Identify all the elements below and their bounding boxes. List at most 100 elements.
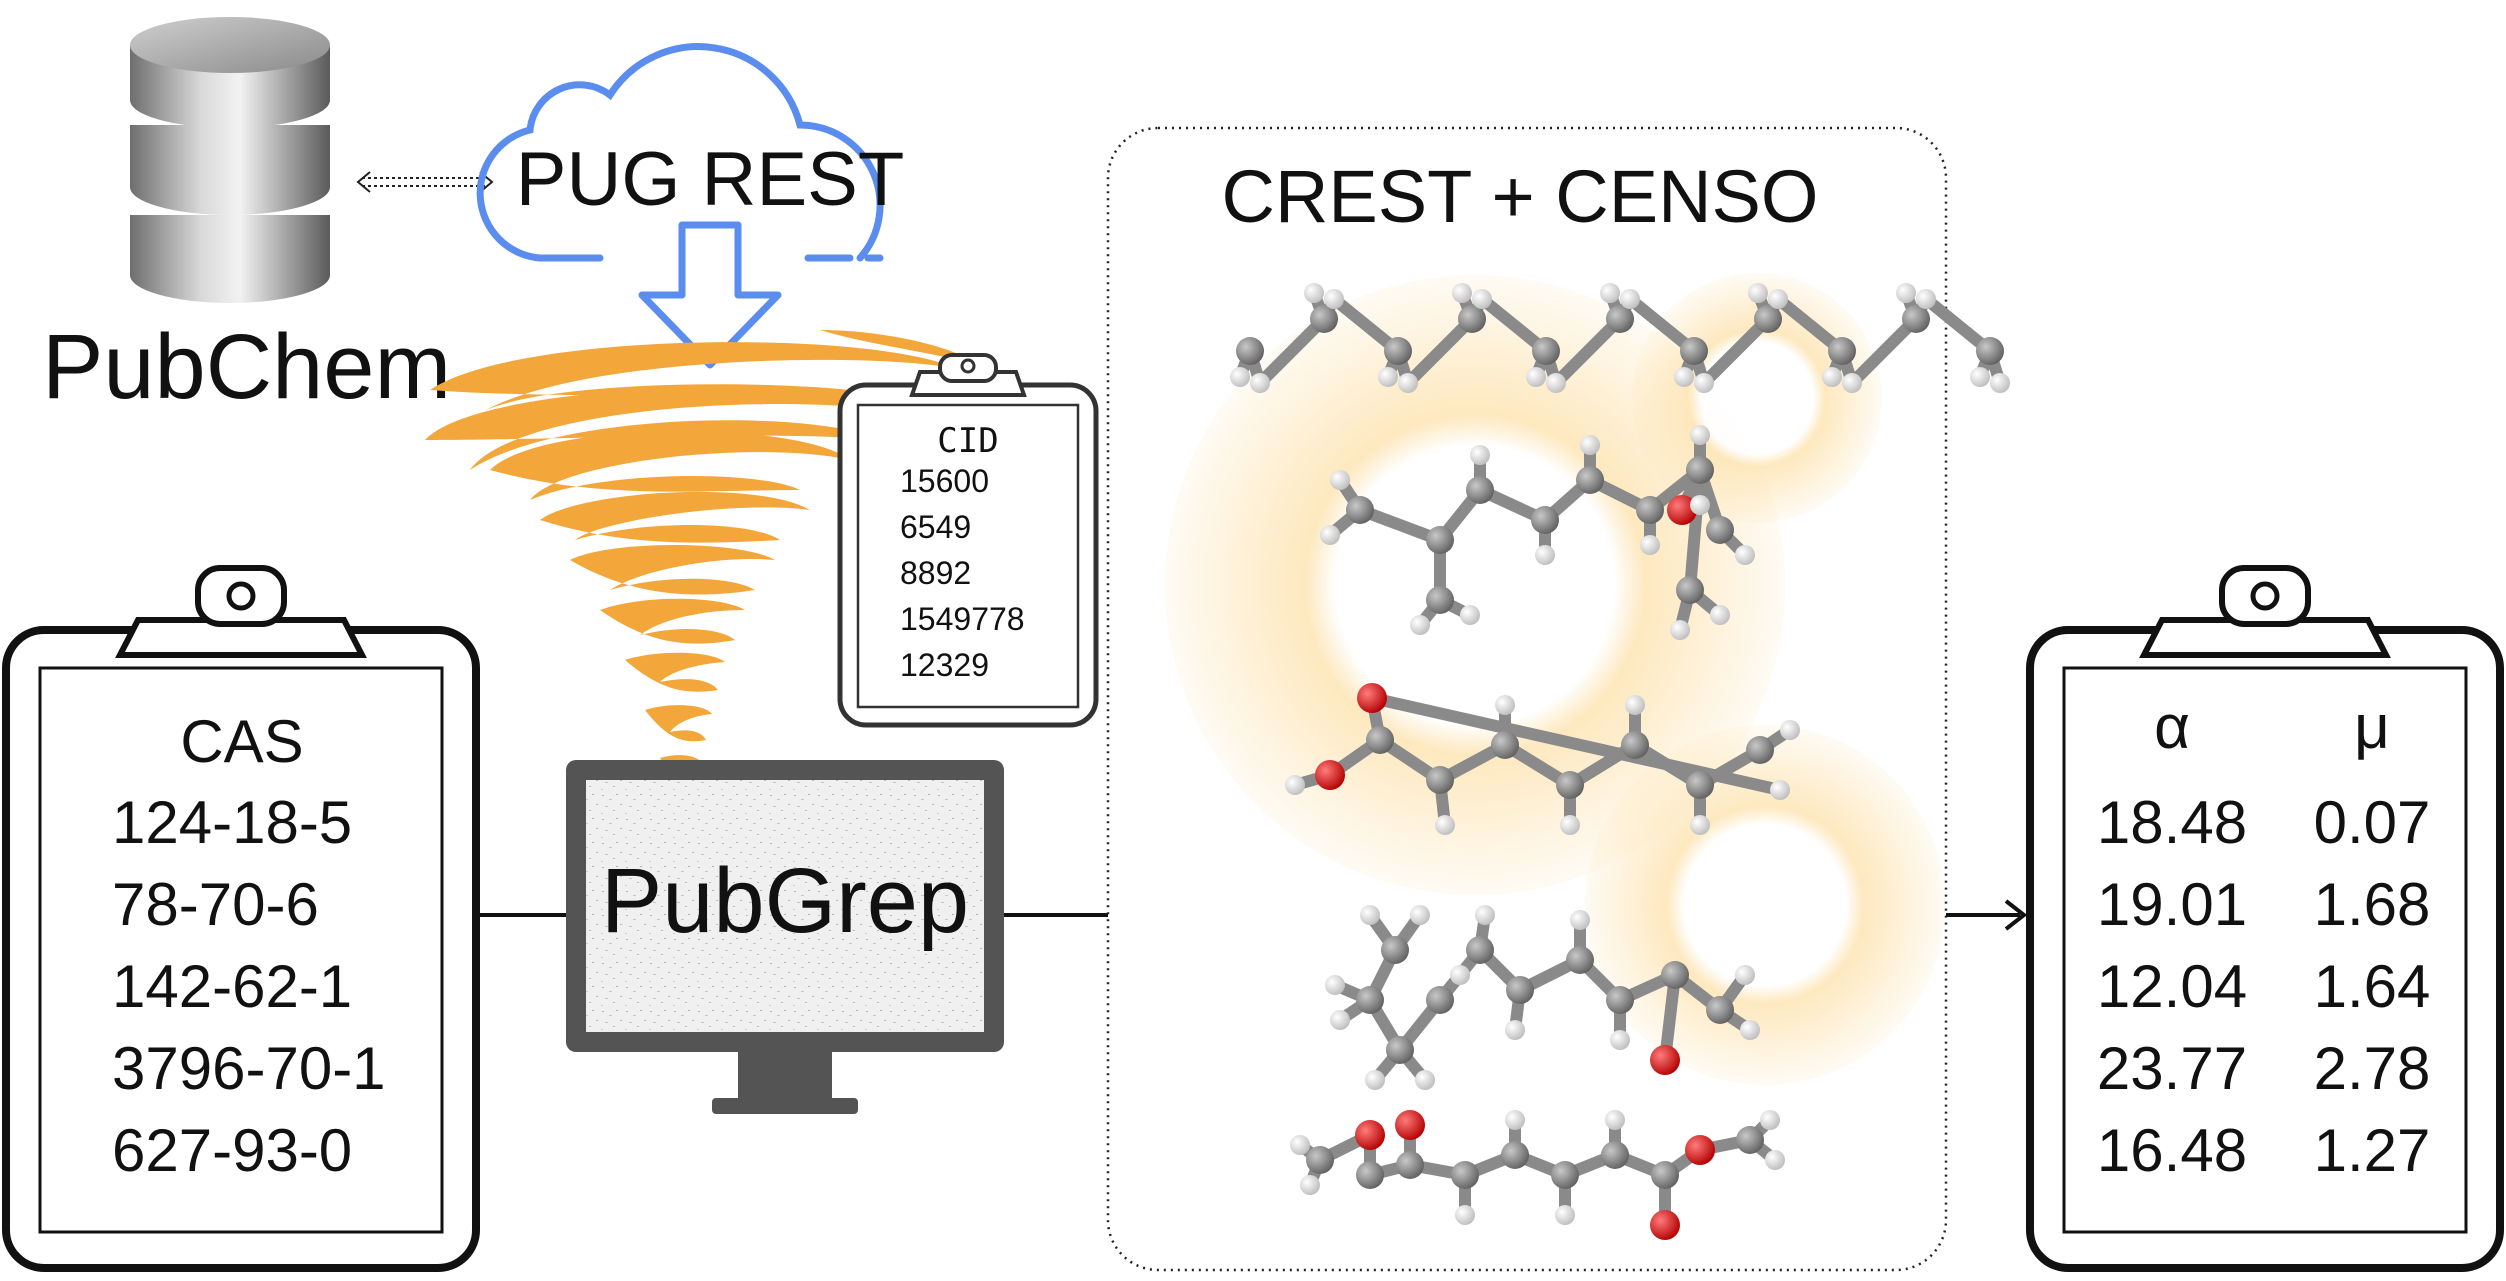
bond <box>1354 504 1446 546</box>
bond <box>1366 692 1786 796</box>
alpha-value: 19.01 <box>2097 871 2247 938</box>
hydrogen-atom <box>1748 283 1768 303</box>
carbon-atom <box>1976 337 2004 365</box>
cas-item: 3796-70-1 <box>112 1035 386 1102</box>
carbon-atom <box>1356 986 1384 1014</box>
hydrogen-atom <box>1770 780 1790 800</box>
cid-header: CID <box>937 421 998 461</box>
alpha-value: 12.04 <box>2097 953 2247 1020</box>
carbon-atom <box>1501 1141 1529 1169</box>
hydrogen-atom <box>1600 283 1620 303</box>
hydrogen-atom <box>1495 695 1515 715</box>
molecule-1 <box>1230 283 2010 393</box>
hydrogen-atom <box>1674 367 1694 387</box>
gear-icon <box>1585 725 1945 1085</box>
hydrogen-atom <box>1546 373 1566 393</box>
hydrogen-atom <box>1452 283 1472 303</box>
hydrogen-atom <box>1290 1135 1310 1155</box>
carbon-atom <box>1346 496 1374 524</box>
bond <box>1550 313 1626 389</box>
cas-item: 142-62-1 <box>112 953 352 1020</box>
hydrogen-atom <box>1710 605 1730 625</box>
carbon-atom <box>1451 1161 1479 1189</box>
tornado-icon <box>425 330 980 800</box>
hydrogen-atom <box>1324 289 1344 309</box>
hydrogen-atom <box>1640 535 1660 555</box>
oxygen-atom <box>1395 1110 1425 1140</box>
hydrogen-atom <box>1470 445 1490 465</box>
carbon-atom <box>1902 305 1930 333</box>
carbon-atom <box>1566 946 1594 974</box>
hydrogen-atom <box>1780 720 1800 740</box>
alpha-value: 18.48 <box>2097 789 2247 856</box>
mu-header: μ <box>2354 693 2390 762</box>
carbon-atom <box>1746 736 1774 764</box>
carbon-atom <box>1601 1141 1629 1169</box>
carbon-atom <box>1680 337 1708 365</box>
hydrogen-atom <box>1690 425 1710 445</box>
carbon-atom <box>1366 726 1394 754</box>
bond <box>1846 313 1922 389</box>
hydrogen-atom <box>1460 605 1480 625</box>
carbon-atom <box>1576 466 1604 494</box>
hydrogen-atom <box>1410 905 1430 925</box>
bond <box>1402 313 1478 389</box>
hydrogen-atom <box>1694 373 1714 393</box>
carbon-atom <box>1466 476 1494 504</box>
molecule-5 <box>1290 1110 1785 1240</box>
hydrogen-atom <box>1360 905 1380 925</box>
hydrogen-atom <box>1320 525 1340 545</box>
carbon-atom <box>1828 337 1856 365</box>
oxygen-atom <box>1667 495 1697 525</box>
pubgrep-label: PubGrep <box>601 850 969 952</box>
carbon-atom <box>1381 936 1409 964</box>
hydrogen-atom <box>1555 1205 1575 1225</box>
carbon-atom <box>1556 771 1584 799</box>
mu-value: 1.64 <box>2314 953 2431 1020</box>
cid-clipboard <box>837 353 1099 728</box>
hydrogen-atom <box>1475 905 1495 925</box>
molecule-4 <box>1325 905 1760 1090</box>
hydrogen-atom <box>1690 815 1710 835</box>
cas-item: 78-70-6 <box>112 871 319 938</box>
connector-lines <box>478 899 2028 931</box>
hydrogen-atom <box>1970 367 1990 387</box>
hydrogen-atom <box>1455 1205 1475 1225</box>
carbon-atom <box>1236 337 1264 365</box>
carbon-atom <box>1736 1126 1764 1154</box>
alpha-value: 16.48 <box>2097 1117 2247 1184</box>
hydrogen-atom <box>1325 975 1345 995</box>
hydrogen-atom <box>1398 373 1418 393</box>
carbon-atom <box>1651 1161 1679 1189</box>
hydrogen-atom <box>1625 695 1645 715</box>
hydrogen-atom <box>1505 1020 1525 1040</box>
hydrogen-atom <box>1822 367 1842 387</box>
molecule-2 <box>1320 425 1755 640</box>
hydrogen-atom <box>1560 815 1580 835</box>
carbon-atom <box>1606 305 1634 333</box>
bond <box>1684 464 1706 596</box>
cas-header: CAS <box>180 708 303 775</box>
hydrogen-atom <box>1526 367 1546 387</box>
carbon-atom <box>1686 771 1714 799</box>
result-clipboard <box>2026 565 2504 1272</box>
carbon-atom <box>1426 766 1454 794</box>
carbon-atom <box>1356 1161 1384 1189</box>
hydrogen-atom <box>1605 1110 1625 1130</box>
carbon-atom <box>1551 1161 1579 1189</box>
crest-title: CREST + CENSO <box>1222 155 1819 238</box>
cid-item: 15600 <box>900 463 989 499</box>
cid-item: 8892 <box>900 555 971 591</box>
hydrogen-atom <box>1570 910 1590 930</box>
carbon-atom <box>1532 337 1560 365</box>
carbon-atom <box>1621 731 1649 759</box>
hydrogen-atom <box>1300 1175 1320 1195</box>
hydrogen-atom <box>1740 1020 1760 1040</box>
hydrogen-atom <box>1580 435 1600 455</box>
carbon-atom <box>1661 961 1689 989</box>
hydrogen-atom <box>1765 1150 1785 1170</box>
alpha-header: α <box>2154 693 2190 762</box>
hydrogen-atom <box>1450 965 1470 985</box>
carbon-atom <box>1426 986 1454 1014</box>
database-icon <box>130 17 330 303</box>
